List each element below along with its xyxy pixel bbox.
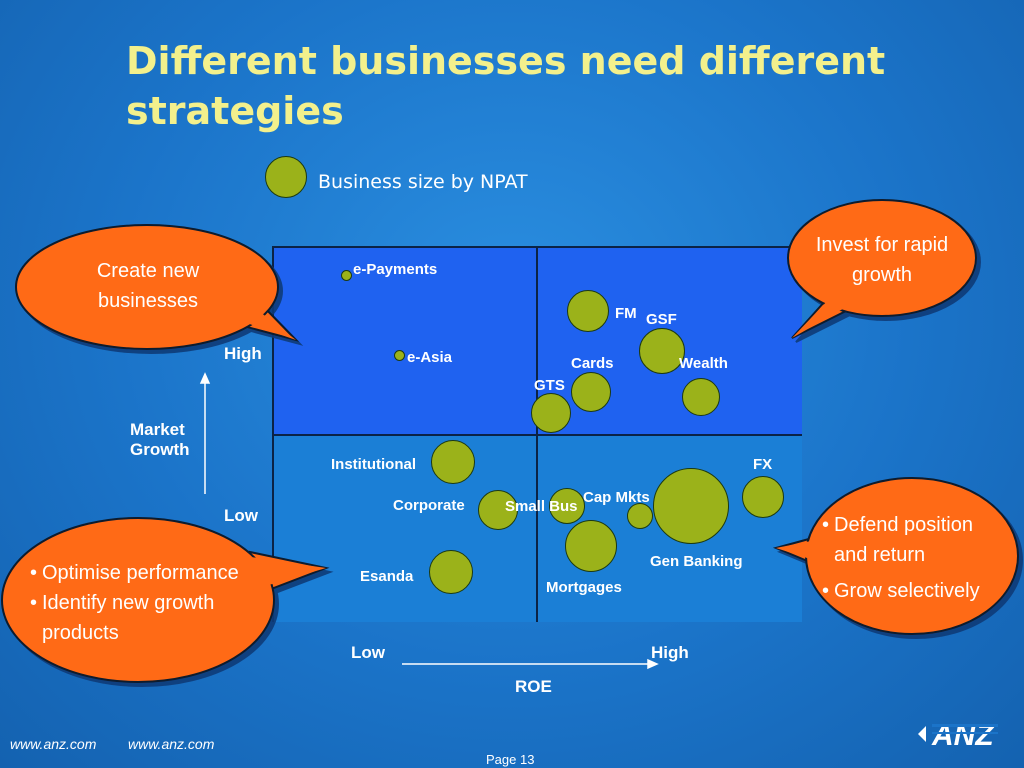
bubble-e-asia [394, 350, 405, 361]
callout-invest-line1: Invest for rapid [815, 234, 949, 256]
y-axis-arrow-icon [199, 372, 211, 494]
x-axis-arrow-icon [402, 658, 659, 670]
label-corporate: Corporate [393, 497, 465, 514]
callout-defend-item1: Defend position and return [822, 510, 1002, 570]
y-axis-high-label: High [224, 344, 262, 363]
bubble-gts [531, 393, 571, 433]
bubble-fx [742, 476, 784, 518]
callout-invest-text: Invest for rapid growth [800, 230, 964, 290]
label-gen-banking: Gen Banking [650, 553, 743, 570]
callout-optimise-item1: Optimise performance [30, 558, 256, 588]
callout-invest-line2: growth [851, 264, 913, 286]
footer-link-2[interactable]: www.anz.com [128, 736, 215, 752]
label-fx: FX [753, 456, 773, 473]
bubble-institutional [431, 440, 475, 484]
label-small-bus: Small Bus [505, 498, 578, 515]
strategy-matrix [272, 246, 802, 622]
callout-create-line1: Create new [96, 260, 200, 282]
label-wealth: Wealth [679, 355, 728, 372]
label-institutional: Institutional [331, 456, 416, 473]
callout-optimise-text: Optimise performance Identify new growth… [30, 558, 256, 648]
x-axis-low-label: Low [351, 643, 385, 662]
quadrant-high-growth-low-roe [274, 248, 538, 436]
legend-bubble-icon [265, 156, 307, 198]
label-cards: Cards [571, 355, 614, 372]
label-e-asia: e-Asia [407, 349, 453, 366]
label-esanda: Esanda [360, 568, 414, 585]
x-axis-title: ROE [515, 677, 552, 696]
bubble-small-bus [549, 488, 585, 524]
callout-optimise-item2: Identify new growth products [30, 588, 256, 648]
x-axis-high-label: High [651, 643, 689, 662]
footer-link-1[interactable]: www.anz.com [10, 736, 97, 752]
page-number: Page 13 [486, 752, 535, 767]
label-cap-mkts: Cap Mkts [583, 489, 650, 506]
y-axis-title-line1: Market [130, 420, 185, 439]
label-gsf: GSF [646, 311, 677, 328]
bubble-gsf [639, 328, 685, 374]
callout-create-line2: businesses [97, 290, 199, 312]
label-gts: GTS [534, 377, 565, 394]
callout-create-text: Create new businesses [60, 256, 236, 316]
callout-defend-text: Defend position and return Grow selectiv… [822, 510, 1002, 606]
anz-logo-icon: ANZ [916, 712, 1006, 757]
label-fm: FM [615, 305, 637, 322]
y-axis-low-label: Low [224, 506, 258, 525]
label-mortgages: Mortgages [546, 579, 622, 596]
bubble-esanda [429, 550, 473, 594]
legend-label: Business size by NPAT [318, 171, 528, 193]
bubble-fm [567, 290, 609, 332]
bubble-e-payments [341, 270, 352, 281]
logo-text: ANZ [931, 719, 995, 752]
y-axis-title-line2: Growth [130, 440, 190, 459]
bubble-cards [571, 372, 611, 412]
bubble-cap-mkts [627, 503, 653, 529]
bubble-gen-banking [653, 468, 729, 544]
bubble-mortgages [565, 520, 617, 572]
slide-title: Different businesses need different stra… [126, 39, 886, 133]
label-e-payments: e-Payments [353, 261, 438, 278]
callout-defend-item2: Grow selectively [822, 576, 1002, 606]
bubble-wealth [682, 378, 720, 416]
bubble-corporate [478, 490, 518, 530]
